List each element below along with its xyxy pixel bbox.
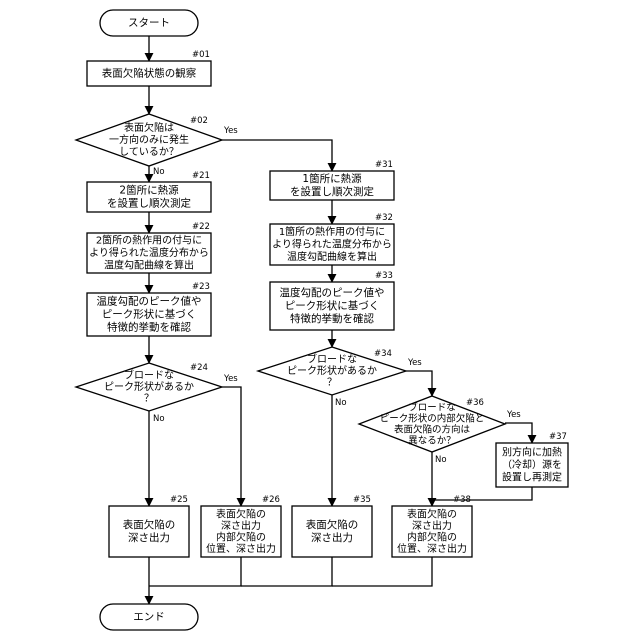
label-no-02: No — [153, 167, 165, 177]
label-line: ？ — [327, 377, 337, 388]
label-line: 表面欠陥の — [216, 507, 266, 520]
edge-38-merge — [332, 557, 432, 586]
step-33-id: #33 — [375, 271, 393, 281]
step-32-label: 1箇所の熱作用の付与により得られた温度分布から温度勾配曲線を算出 — [272, 225, 392, 263]
step-37-id: #37 — [549, 432, 567, 442]
label-line: 表面欠陥状態の観察 — [102, 67, 197, 80]
step-35-id: #35 — [353, 495, 371, 505]
step-32-id: #32 — [375, 213, 393, 223]
label-line: しているか？ — [119, 146, 179, 158]
label-line: ピーク形状があるか — [287, 364, 377, 377]
label-line: より得られた温度分布から — [89, 246, 209, 259]
step-23-id: #23 — [192, 282, 210, 292]
label-line: 深さ出力 — [128, 531, 170, 544]
label-line: 2箇所に熱源 — [119, 184, 179, 197]
label-line: 一方向のみに発生 — [109, 133, 189, 146]
label-line: ピーク形状に基づく — [285, 299, 380, 312]
edge-35-merge — [241, 557, 332, 586]
label-line: ピーク形状に基づく — [102, 308, 197, 321]
decision-02-id: #02 — [190, 116, 208, 126]
label-line: を設置し順次測定 — [290, 185, 374, 198]
step-37-label: 別方向に加熱（冷却）源を設置し再測定 — [502, 445, 562, 483]
label-line: 別方向に加熱 — [502, 445, 562, 458]
label-line: ブロードな — [124, 368, 174, 381]
step-01-id: #01 — [192, 50, 210, 60]
label-line: （冷却）源を — [502, 458, 562, 471]
label-line: 設置し再測定 — [502, 470, 562, 483]
label-line: スタート — [128, 17, 170, 29]
edge-34-36 — [406, 371, 432, 396]
step-23-label: 温度勾配のピーク値やピーク形状に基づく特徴的挙動を確認 — [97, 295, 202, 334]
label-line: ピーク形状があるか — [104, 380, 194, 393]
decision-34-id: #34 — [374, 349, 392, 359]
label-line: 深さ出力 — [221, 518, 261, 531]
edge-02-31 — [222, 140, 332, 171]
label-line: ブロードな — [307, 352, 357, 365]
label-line: 内部欠陥の — [216, 530, 266, 543]
label-line: 表面欠陥の — [123, 518, 176, 531]
label-line: 表面欠陥は — [124, 121, 174, 134]
end-label: エンド — [133, 611, 165, 623]
decision-24-id: #24 — [190, 363, 208, 373]
label-line: 1箇所の熱作用の付与に — [279, 225, 385, 238]
label-no-24: No — [153, 414, 165, 424]
label-line: 深さ出力 — [412, 518, 452, 531]
step-33-label: 温度勾配のピーク値やピーク形状に基づく特徴的挙動を確認 — [280, 286, 385, 325]
label-line: 表面欠陥の — [407, 507, 457, 520]
decision-36-id: #36 — [466, 398, 484, 408]
step-21-id: #21 — [192, 171, 210, 181]
edge-36-37 — [505, 423, 532, 443]
label-line: エンド — [133, 611, 165, 623]
step-38-id: #38 — [453, 495, 471, 505]
label-line: より得られた温度分布から — [272, 237, 392, 250]
label-no-34: No — [335, 398, 347, 408]
label-line: 表面欠陥の方向は — [394, 423, 471, 435]
label-line: 温度勾配のピーク値や — [97, 295, 202, 308]
label-line: ブロードな — [408, 401, 456, 413]
label-line: 位置、深さ出力 — [397, 541, 467, 554]
step-22-label: 2箇所の熱作用の付与により得られた温度分布から温度勾配曲線を算出 — [89, 233, 209, 271]
label-yes-36: Yes — [506, 410, 521, 420]
edge-26-merge — [149, 557, 241, 586]
label-line: ピーク形状の内部欠陥と — [380, 412, 485, 424]
label-line: ？ — [144, 393, 154, 404]
label-line: 温度勾配のピーク値や — [280, 286, 385, 299]
step-01-label: 表面欠陥状態の観察 — [102, 67, 197, 80]
label-line: 異なるか？ — [408, 435, 456, 446]
label-line: 表面欠陥の — [306, 518, 359, 531]
label-yes-34: Yes — [407, 358, 422, 368]
nodes: スタート 表面欠陥状態の観察 #01 表面欠陥は一方向のみに発生しているか？ #… — [76, 10, 568, 630]
label-line: 2箇所の熱作用の付与に — [96, 233, 202, 246]
edge-24-26 — [222, 387, 241, 506]
label-line: 内部欠陥の — [407, 530, 457, 543]
label-yes-02: Yes — [223, 126, 238, 136]
step-26-id: #26 — [262, 495, 280, 505]
label-yes-24: Yes — [223, 374, 238, 384]
label-line: 深さ出力 — [311, 531, 353, 544]
label-line: 1箇所に熱源 — [302, 172, 362, 185]
start-label: スタート — [128, 17, 170, 29]
label-no-36: No — [435, 455, 447, 465]
label-line: 温度勾配曲線を算出 — [287, 250, 377, 263]
step-22-id: #22 — [192, 222, 210, 232]
label-line: 特徴的挙動を確認 — [290, 312, 374, 325]
edge-37-38 — [432, 487, 532, 500]
label-line: 特徴的挙動を確認 — [107, 321, 191, 334]
label-line: 温度勾配曲線を算出 — [104, 258, 194, 271]
step-25-id: #25 — [170, 495, 188, 505]
step-31-id: #31 — [375, 160, 393, 170]
label-line: を設置し順次測定 — [107, 197, 191, 210]
label-line: 位置、深さ出力 — [206, 541, 276, 554]
